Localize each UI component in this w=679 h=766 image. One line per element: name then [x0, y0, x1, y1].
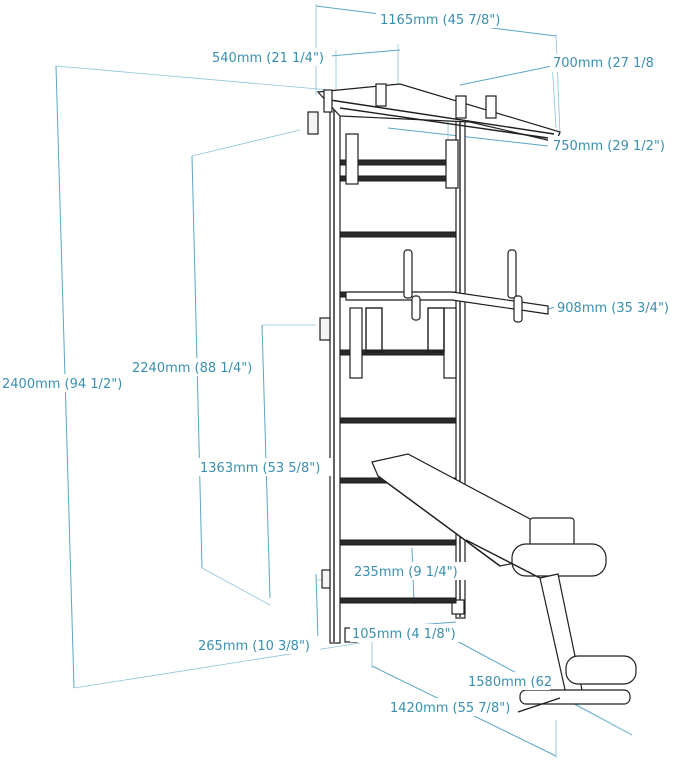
label-rung-spacing: 235mm (9 1/4"): [354, 565, 458, 580]
wall-bars-frame: [307, 83, 637, 713]
label-dip-height: 2240mm (88 1/4"): [132, 361, 252, 376]
label-dip-depth: 908mm (35 3/4"): [557, 301, 669, 316]
label-bar-width: 540mm (21 1/4"): [212, 51, 324, 66]
dimension-lines: [55, 4, 633, 758]
label-base-depth: 105mm (4 1/8"): [352, 627, 456, 642]
label-total-height: 2400mm (94 1/2"): [2, 377, 122, 392]
adjustable-bench: [371, 453, 637, 713]
wall-bracket: [307, 111, 319, 135]
label-floor-length: 1420mm (55 7/8"): [390, 701, 510, 716]
label-bench-length: 1580mm (62: [468, 675, 552, 690]
dimension-labels: 1165mm (45 7/8") 540mm (21 1/4") 700mm (…: [0, 10, 678, 716]
label-total-width: 1165mm (45 7/8"): [380, 13, 500, 28]
wall-bracket: [319, 317, 331, 341]
pullup-bar: [316, 83, 561, 189]
wall-bracket: [321, 569, 331, 589]
bench-roller-pad: [565, 655, 637, 685]
left-upright: [329, 107, 341, 644]
dip-station: [345, 249, 549, 379]
label-bench-mount-height: 1363mm (53 5/8"): [200, 461, 320, 476]
rungs: [339, 159, 457, 604]
label-pullup-reach: 750mm (29 1/2"): [553, 139, 665, 154]
label-pullup-depth: 700mm (27 1/8: [553, 56, 654, 71]
label-bottom-offset: 265mm (10 3/8"): [198, 639, 310, 654]
